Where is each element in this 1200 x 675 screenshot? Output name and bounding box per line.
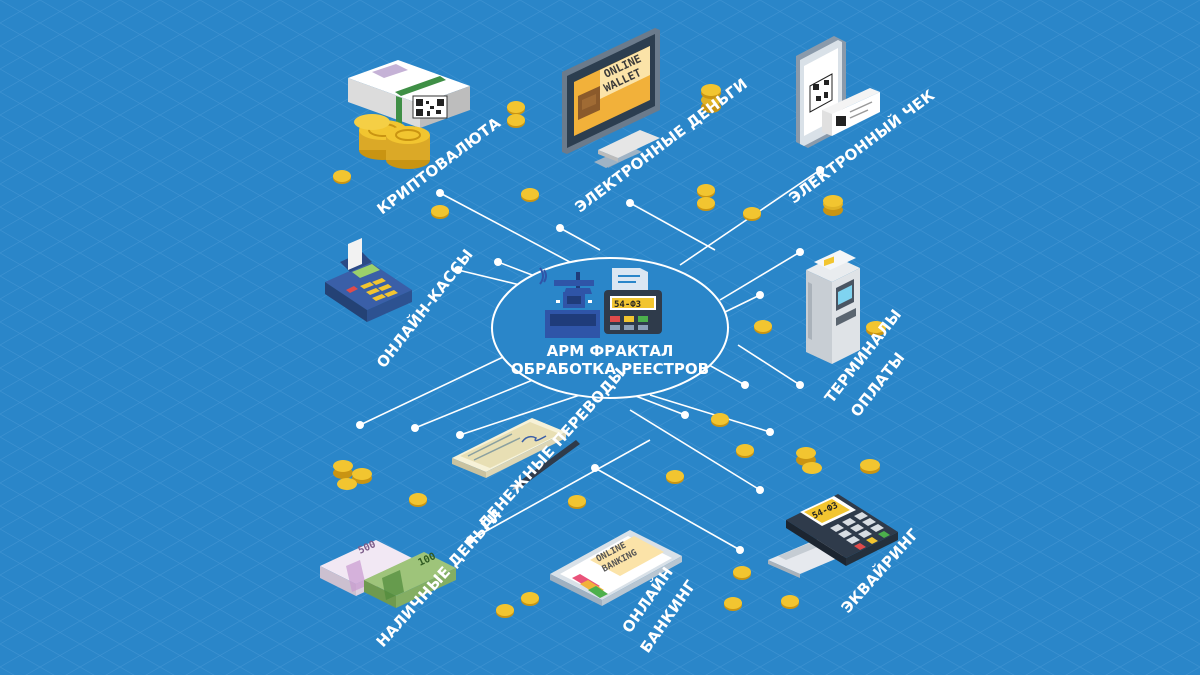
coin-icon bbox=[866, 321, 886, 336]
pos-terminal-illustration bbox=[325, 238, 412, 322]
coin-icon bbox=[496, 604, 514, 618]
coin-icon bbox=[666, 470, 684, 484]
coin-icon bbox=[521, 188, 539, 202]
coin-stack-icon bbox=[333, 460, 372, 490]
cash-register-icon bbox=[539, 267, 600, 338]
coin-stack-icon bbox=[701, 84, 721, 113]
center-title-line1: АРМ ФРАКТАЛ bbox=[547, 342, 674, 360]
coin-stack-icon bbox=[796, 447, 822, 474]
coins bbox=[333, 84, 886, 618]
coin-icon bbox=[568, 495, 586, 509]
cheque-illustration bbox=[452, 418, 580, 490]
coin-icon bbox=[860, 459, 880, 474]
coin-stack-icon bbox=[823, 195, 843, 216]
keypad-icon bbox=[830, 512, 884, 544]
bar-graph-icon bbox=[572, 574, 608, 598]
coin-icon bbox=[431, 205, 449, 219]
qr-code-icon bbox=[809, 73, 833, 113]
coin-icon bbox=[781, 595, 799, 609]
keyboard-icon bbox=[598, 130, 660, 162]
fiscal-register-icon: 54-ФЗ bbox=[604, 268, 662, 334]
pen-icon bbox=[512, 440, 580, 490]
coin-icon bbox=[724, 597, 742, 611]
keypad-icon bbox=[360, 278, 398, 301]
credit-card-icon bbox=[824, 256, 834, 267]
coin-icon bbox=[736, 444, 754, 458]
monitor-illustration: ONLINE WALLET bbox=[562, 28, 660, 168]
coin-icon bbox=[711, 413, 729, 427]
receipt-icon bbox=[822, 88, 880, 136]
card-terminal-illustration: 54-ФЗ bbox=[768, 256, 898, 578]
payment-kiosk-illustration bbox=[806, 250, 860, 364]
wallet-icon bbox=[578, 86, 600, 120]
center-hub: 54-ФЗ АРМ ФРАКТАЛ ОБРАБОТКА РЕЕСТРОВ bbox=[491, 257, 729, 399]
coin-icon bbox=[733, 566, 751, 580]
coin-icon bbox=[697, 184, 715, 198]
tablet-illustration: ONLINE BANKING bbox=[550, 530, 682, 606]
center-title-line2: ОБРАБОТКА РЕЕСТРОВ bbox=[511, 360, 709, 378]
connector-lines bbox=[359, 169, 821, 551]
coin-icon bbox=[754, 320, 772, 334]
banknotes-illustration: 500 100 bbox=[320, 539, 456, 608]
coin-icon bbox=[507, 114, 525, 128]
phone-illustration bbox=[796, 36, 880, 148]
qr-code-icon bbox=[416, 99, 444, 116]
connector-dots bbox=[356, 166, 824, 554]
coin-icon bbox=[743, 207, 761, 221]
coin-icon bbox=[697, 197, 715, 211]
crypto-illustration bbox=[348, 60, 470, 169]
coin-icon bbox=[521, 592, 539, 606]
gold-coin-stack-icon bbox=[354, 114, 430, 169]
coin-icon bbox=[333, 170, 351, 184]
center-display-text: 54-ФЗ bbox=[614, 300, 641, 310]
coin-icon bbox=[507, 101, 525, 115]
coin-icon bbox=[409, 493, 427, 507]
